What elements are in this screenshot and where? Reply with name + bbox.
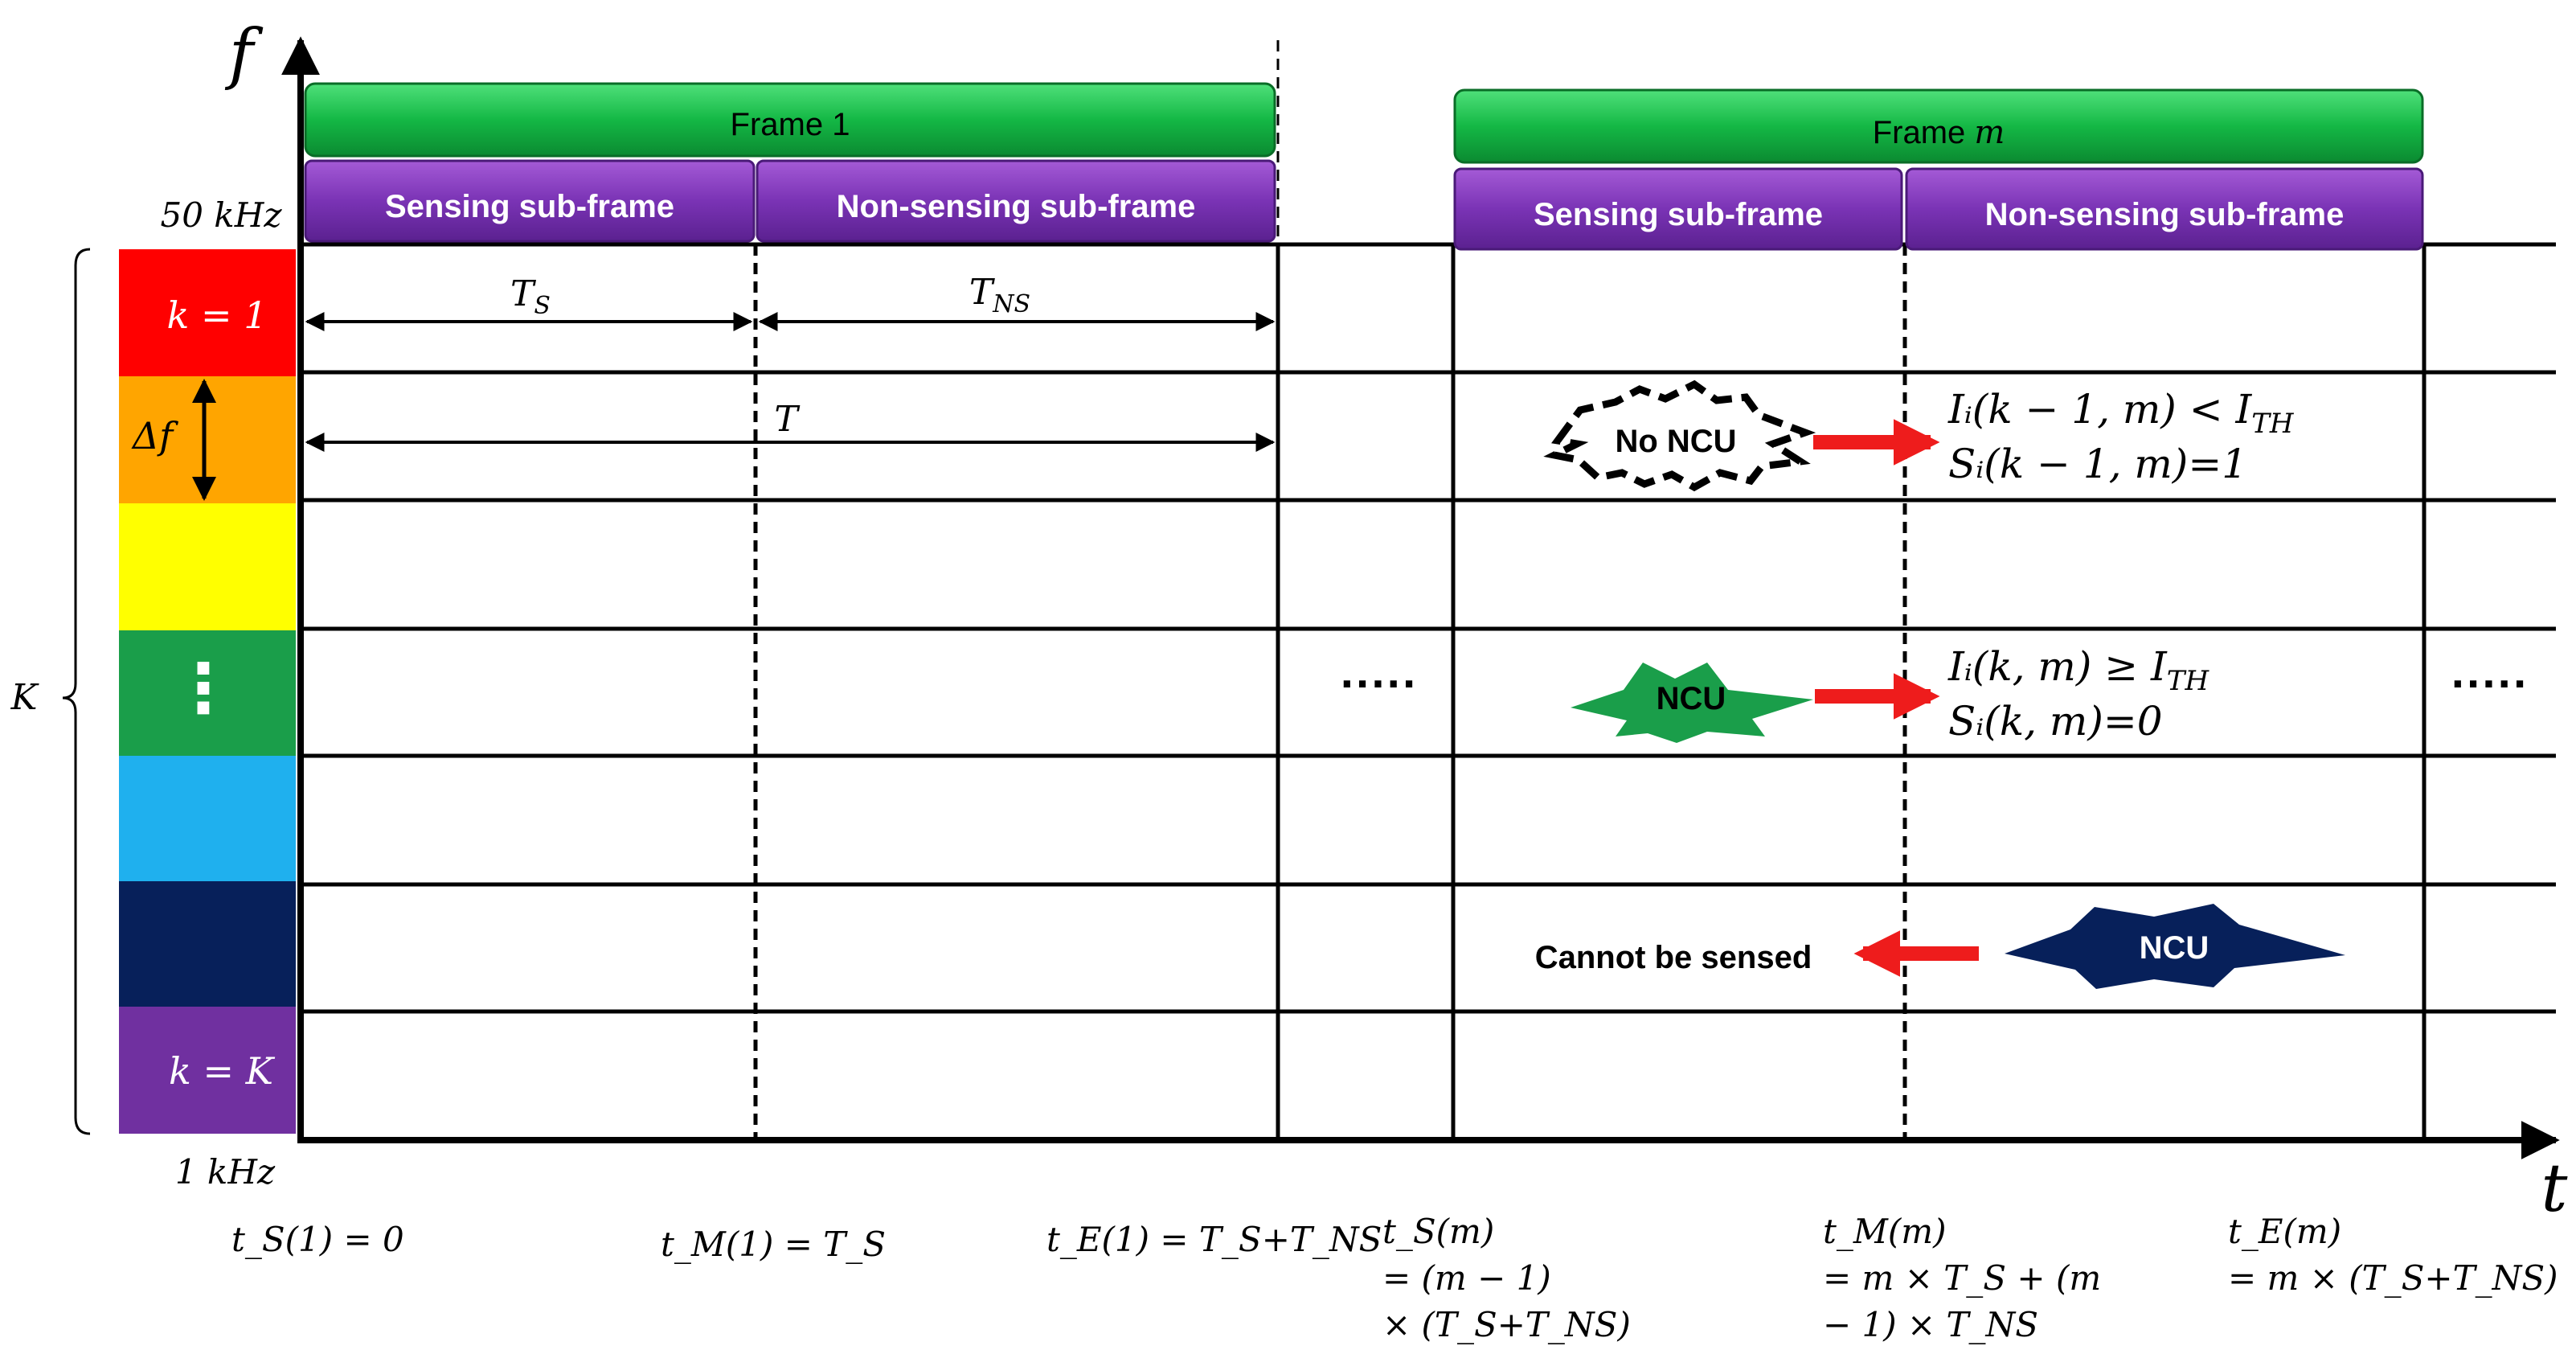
time-labels: t_S(1) = 0 t_M(1) = T_S t_E(1) = T_S+T_N… [231,1212,2558,1344]
tmm-label-3: − 1) × T_NS [1823,1305,2038,1344]
frame-m-title-var: m [1974,114,2005,151]
tns-label-main: T [969,272,996,313]
frame-m-title-bar [1453,88,2424,164]
no-ncu-label: No NCU [1615,424,1736,459]
tns-label: TNS [969,272,1030,318]
frame-m-title-prefix: Frame [1873,115,1975,150]
grid-lines [299,242,2556,1014]
t-label: T [774,399,801,440]
frequency-bands [119,249,296,1134]
frame-m-sensing-bar [1453,167,1903,251]
freq-bottom-label: 1 kHz [175,1152,276,1192]
vertical-lines [1276,244,2427,1140]
band-6 [119,881,296,1007]
eq2a-sub: TH [2167,665,2210,697]
band-5 [119,756,296,881]
frame1-title-bar [304,82,1276,158]
tmm-label-1: t_M(m) [1823,1212,1946,1251]
eq2a-main: Iᵢ(k, m) ≥ I [1947,643,2168,690]
frame1-sensing-bar [304,159,756,243]
ncu-green-group: NCU [1571,663,1813,743]
frame-m-nonsensing-label: Non-sensing sub-frame [1985,197,2345,232]
ncu-dark-group: NCU [2005,904,2345,989]
band-first-label: k = 1 [167,293,268,337]
freq-top-label: 50 kHz [161,195,283,235]
eq1a-main: Iᵢ(k − 1, m) < I [1947,386,2252,433]
band-3 [119,503,296,630]
frame-m-header: Frame m Sensing sub-frame Non-sensing su… [1453,88,2424,251]
frame-m-title: Frame m [1873,114,2005,151]
k-brace [62,248,91,1135]
tm1-label: t_M(1) = T_S [661,1225,886,1264]
frame1-nonsensing-bar [756,159,1276,243]
tsm-label-2: = (m − 1) [1382,1258,1551,1298]
frame1-nonsensing-label: Non-sensing sub-frame [837,189,1196,224]
eq1a: Iᵢ(k − 1, m) < ITH [1947,386,2295,440]
tns-label-sub: NS [992,290,1030,318]
right-ellipsis: ····· [2451,658,2529,710]
frame-m-sensing-label: Sensing sub-frame [1534,197,1823,232]
duration-arrows [305,312,1276,452]
ncu-dark-label: NCU [2140,930,2209,966]
tsm-label-3: × (T_S+T_NS) [1382,1305,1631,1344]
ts-label: TS [510,273,551,320]
ts-label-sub: S [534,292,551,320]
ncu-dark-star [2005,904,2345,989]
freq-axis-label: f [224,16,264,92]
te1-label: t_E(1) = T_S+T_NS [1046,1220,1382,1259]
band-last-label: k = K [169,1049,276,1093]
time-axis-label: t [2541,1151,2569,1227]
eq2a: Iᵢ(k, m) ≥ ITH [1947,643,2209,697]
eq2b: Sᵢ(k, m)=0 [1948,698,2163,745]
middle-ellipsis: ····· [1341,658,1419,710]
eq1a-sub: TH [2251,408,2295,440]
frame1-header: Frame 1 Sensing sub-frame Non-sensing su… [304,82,1276,243]
ncu-green-star [1571,663,1813,743]
tmm-label-2: = m × T_S + (m [1823,1258,2101,1298]
eq1b: Sᵢ(k − 1, m)=1 [1948,441,2247,487]
band-1 [119,249,296,376]
band-7 [119,1007,296,1134]
delta-f-label: Δf [131,414,178,457]
k-brace-label: K [10,677,39,718]
band-4 [119,630,296,756]
ncu-green-label: NCU [1657,681,1726,716]
frame1-title: Frame 1 [731,107,850,142]
no-ncu-star [1543,380,1816,492]
no-ncu-group: No NCU [1543,380,1816,492]
tsm-label-1: t_S(m) [1382,1212,1494,1251]
cannot-sense-label: Cannot be sensed [1535,940,1812,975]
frame1-sensing-label: Sensing sub-frame [385,189,674,224]
tem-label-1: t_E(m) [2228,1212,2341,1251]
ts-label-main: T [510,273,537,314]
band-dots: ⋮ [170,650,237,726]
ts1-label: t_S(1) = 0 [231,1220,404,1259]
frame-m-nonsensing-bar [1905,167,2424,251]
tem-label-2: = m × (T_S+T_NS) [2228,1258,2558,1298]
